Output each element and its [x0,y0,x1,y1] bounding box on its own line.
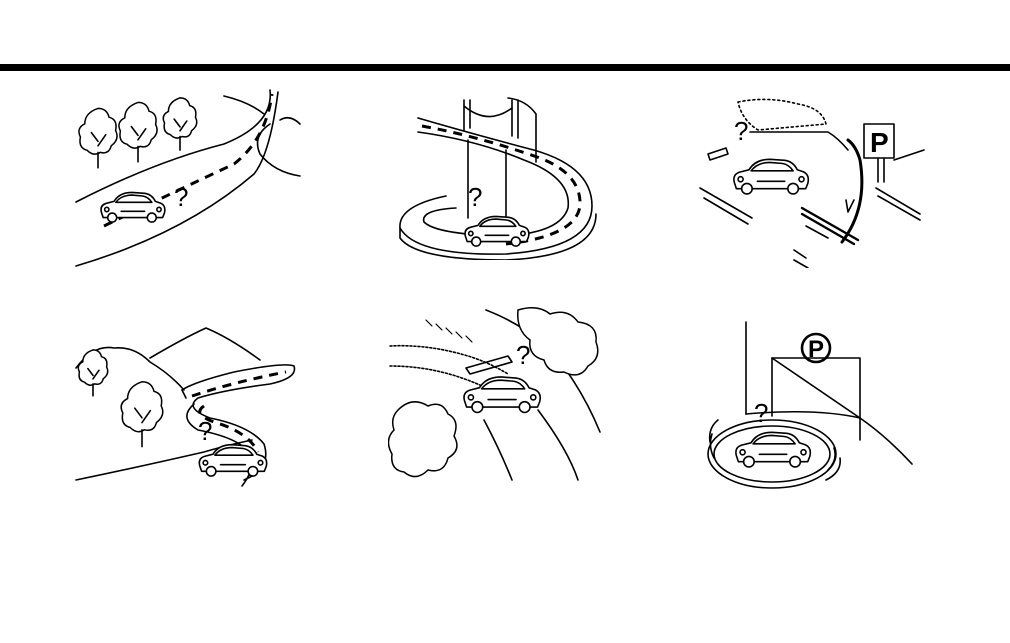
unpaved-terrain-drawing: ? [388,300,610,484]
spiral-ramp-drawing: ? [396,96,612,260]
illustration-mountain-road: ? [74,318,306,490]
parking-uturn-drawing: P ? [698,90,930,268]
question-mark: ? [174,182,188,212]
forked-road-drawing: ? [74,84,306,270]
illustration-spiral-ramp: ? [396,96,612,260]
illustration-parking-uturn: P ? [698,90,930,268]
illustration-unpaved-terrain: ? [388,300,610,484]
parking-sign-letter: P [870,127,889,158]
question-mark: ? [754,398,768,428]
question-mark: ? [734,116,748,146]
question-mark: ? [468,182,482,212]
parking-sign-letter: P [808,336,824,363]
question-mark: ? [516,340,530,370]
mountain-road-drawing: ? [74,318,306,490]
header-rule [0,64,1010,71]
turntable-parking-drawing: P ? [706,318,920,494]
question-mark: ? [198,416,212,446]
illustration-forked-road: ? [74,84,306,270]
illustration-turntable-parking: P ? [706,318,920,494]
